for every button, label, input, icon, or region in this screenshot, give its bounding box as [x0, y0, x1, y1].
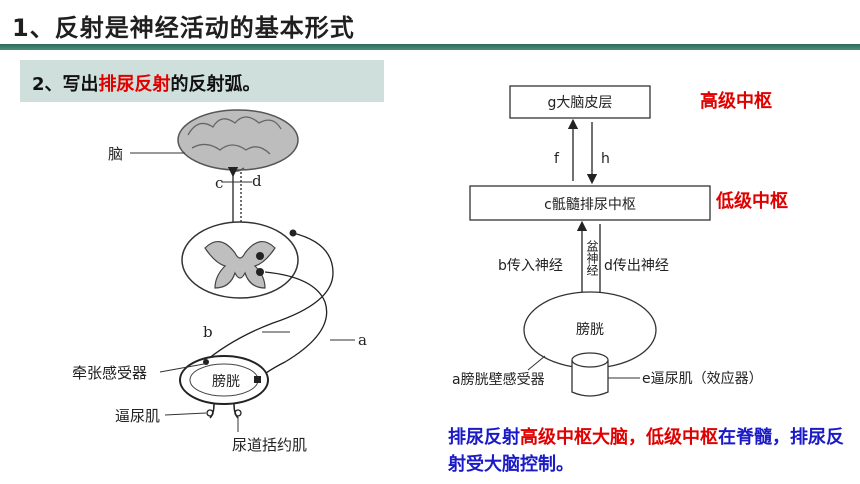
label-cortex: g大脑皮层 — [548, 95, 613, 111]
subtitle: 2、写出排尿反射的反射弧。 — [32, 70, 261, 96]
label-stretch-receptor: 牵张感受器 — [72, 364, 147, 382]
label-efferent: d传出神经 — [604, 258, 669, 274]
sacral-center-box — [469, 185, 711, 221]
nerve-b — [202, 232, 334, 364]
label-detrusor: 逼尿肌 — [115, 407, 160, 425]
label-sacral-center: c骶髓排尿中枢 — [544, 197, 636, 213]
label-brain: 脑 — [108, 145, 123, 163]
bladder-illustration — [179, 355, 269, 419]
nerve-a — [254, 271, 328, 383]
conclusion-p2: 高级中枢大脑， — [520, 427, 646, 448]
detrusor-leader-line — [164, 412, 207, 416]
label-d: d — [252, 172, 262, 190]
subtitle-highlight: 排尿反射 — [98, 74, 171, 95]
cortex-box — [509, 85, 651, 119]
label-f: f — [554, 151, 560, 167]
title-underline — [0, 44, 860, 50]
label-effector: e逼尿肌（效应器） — [642, 370, 763, 387]
left-reflex-arc-diagram: 脑 c d b a 膀胱 — [72, 109, 367, 454]
label-b: b — [203, 323, 213, 341]
label-h: h — [601, 151, 610, 167]
label-low-center: 低级中枢 — [715, 190, 788, 212]
label-receptor: a膀胱壁感受器 — [452, 371, 545, 388]
conclusion-p3: 低级中枢 — [646, 427, 718, 448]
receptor-right-leader — [527, 355, 546, 371]
label-pelvic-nerve: 盆神经 — [585, 240, 599, 276]
label-sphincter: 尿道括约肌 — [232, 436, 307, 454]
bladder-outlet — [571, 352, 609, 397]
conclusion-text: 排尿反射高级中枢大脑，低级中枢在脊髓，排尿反射受大脑控制。 — [448, 424, 848, 478]
conclusion-p1: 排尿反射 — [448, 427, 520, 448]
subtitle-suffix: 的反射弧。 — [170, 74, 261, 95]
label-afferent: b传入神经 — [498, 258, 563, 274]
right-flow-diagram: g大脑皮层 高级中枢 f h c骶髓排尿中枢 低级中枢 盆神经 b传入神经 d传… — [452, 85, 788, 397]
label-high-center: 高级中枢 — [700, 90, 772, 112]
subtitle-banner — [20, 60, 384, 102]
label-a: a — [358, 331, 367, 349]
receptor-leader-line — [159, 363, 205, 373]
brain-illustration — [177, 109, 299, 172]
conclusion-p4: 在脊髓，排尿反射受大脑控制。 — [448, 427, 844, 475]
label-bladder-right: 膀胱 — [576, 321, 604, 338]
spinal-cord-section — [181, 221, 299, 299]
label-bladder-left: 膀胱 — [212, 373, 240, 390]
subtitle-prefix: 2、写出 — [32, 74, 99, 95]
label-c: c — [215, 174, 223, 192]
page-title: 1、反射是神经活动的基本形式 — [12, 14, 355, 42]
